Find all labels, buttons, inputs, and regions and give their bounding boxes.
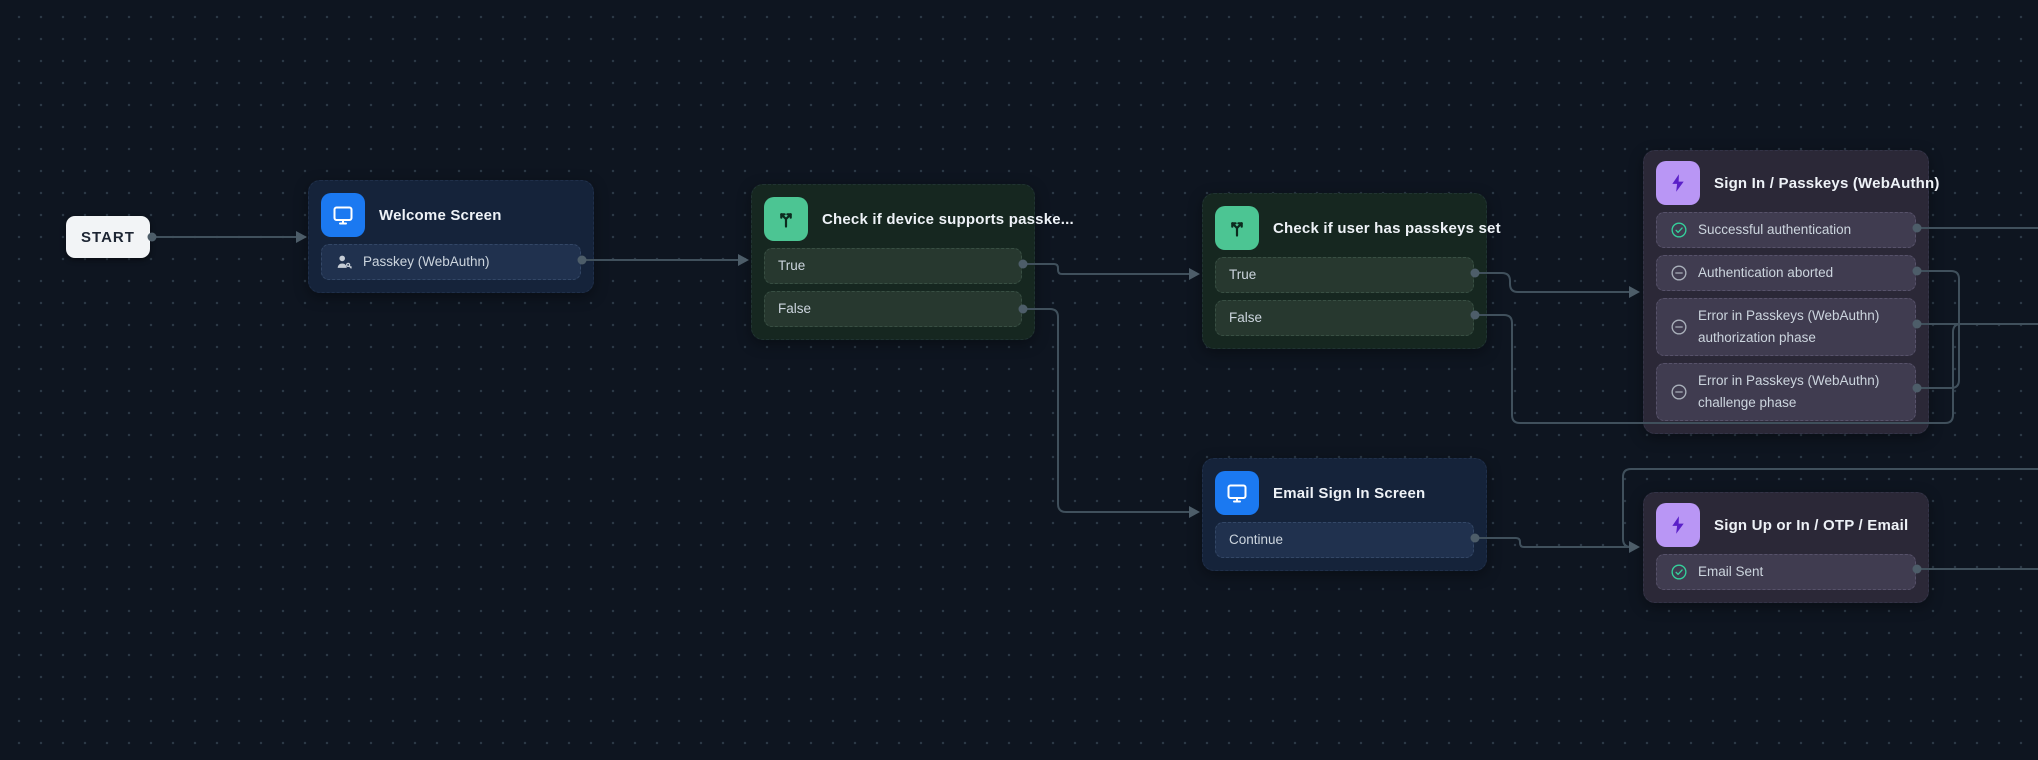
branch-icon xyxy=(1215,206,1259,250)
node-header: Sign In / Passkeys (WebAuthn) xyxy=(1656,161,1939,205)
edge-device-true-to-user-check xyxy=(1023,263,1189,275)
minus-circle-icon xyxy=(1670,383,1688,401)
output-row-error-authorization-phase[interactable]: Error in Passkeys (WebAuthn) authorizati… xyxy=(1656,298,1916,356)
output-row-false[interactable]: False xyxy=(764,291,1022,327)
input-arrow-email-screen xyxy=(1189,506,1200,518)
node-check-device-supports-passkeys[interactable]: Check if device supports passke... True … xyxy=(751,184,1074,340)
node-check-user-has-passkeys[interactable]: Check if user has passkeys set True Fals… xyxy=(1202,193,1501,349)
lightning-icon xyxy=(1656,503,1700,547)
output-row-continue[interactable]: Continue xyxy=(1215,522,1474,558)
minus-circle-icon xyxy=(1670,318,1688,336)
output-row-false[interactable]: False xyxy=(1215,300,1474,336)
node-header: Welcome Screen xyxy=(321,193,581,237)
row-label: Email Sent xyxy=(1698,563,1764,579)
row-label: Continue xyxy=(1229,531,1284,547)
branch-icon xyxy=(764,197,808,241)
node-title: Sign Up or In / OTP / Email xyxy=(1714,516,1909,534)
monitor-icon xyxy=(1215,471,1259,515)
output-row-authentication-aborted[interactable]: Authentication aborted xyxy=(1656,255,1916,291)
node-title: Email Sign In Screen xyxy=(1273,484,1426,502)
row-label: Authentication aborted xyxy=(1698,264,1834,280)
output-row-email-sent[interactable]: Email Sent xyxy=(1656,554,1916,590)
row-label: Passkey (WebAuthn) xyxy=(363,253,490,269)
lightning-icon xyxy=(1656,161,1700,205)
row-label: Error in Passkeys (WebAuthn) authorizati… xyxy=(1698,307,1880,345)
row-label: False xyxy=(778,300,812,316)
monitor-icon xyxy=(321,193,365,237)
start-node[interactable]: START xyxy=(66,216,150,258)
output-row-passkey-webauthn[interactable]: Passkey (WebAuthn) xyxy=(321,244,581,280)
node-title: Welcome Screen xyxy=(379,206,502,224)
row-label: True xyxy=(778,257,806,273)
node-title: Check if user has passkeys set xyxy=(1273,219,1501,237)
node-header: Check if device supports passke... xyxy=(764,197,1074,241)
row-label: Successful authentication xyxy=(1698,221,1852,237)
minus-circle-icon xyxy=(1670,264,1688,282)
input-arrow-welcome xyxy=(296,231,307,243)
node-header: Email Sign In Screen xyxy=(1215,471,1474,515)
output-row-true[interactable]: True xyxy=(1215,257,1474,293)
node-title: Check if device supports passke... xyxy=(822,210,1074,228)
edge-user-true-to-signin xyxy=(1475,272,1629,293)
user-key-icon xyxy=(335,253,353,271)
input-arrow-device-check xyxy=(738,254,749,266)
node-signin-passkeys[interactable]: Sign In / Passkeys (WebAuthn) Successful… xyxy=(1643,150,1939,434)
input-arrow-user-check xyxy=(1189,268,1200,280)
start-label: START xyxy=(81,228,135,246)
check-circle-icon xyxy=(1670,221,1688,239)
node-title: Sign In / Passkeys (WebAuthn) xyxy=(1714,174,1940,192)
node-header: Sign Up or In / OTP / Email xyxy=(1656,503,1916,547)
output-row-successful-authentication[interactable]: Successful authentication xyxy=(1656,212,1916,248)
node-welcome-screen[interactable]: Welcome Screen Passkey (WebAuthn) xyxy=(308,180,594,293)
check-circle-icon xyxy=(1670,563,1688,581)
edge-device-false-to-email-screen xyxy=(1023,308,1189,513)
node-signup-otp-email[interactable]: Sign Up or In / OTP / Email Email Sent xyxy=(1643,492,1929,603)
node-email-signin-screen[interactable]: Email Sign In Screen Continue xyxy=(1202,458,1487,571)
row-label: False xyxy=(1229,309,1263,325)
edge-continue-to-signup xyxy=(1475,537,1630,548)
input-arrow-signup xyxy=(1629,541,1640,553)
output-row-true[interactable]: True xyxy=(764,248,1022,284)
row-label: Error in Passkeys (WebAuthn) challenge p… xyxy=(1698,372,1880,410)
output-row-error-challenge-phase[interactable]: Error in Passkeys (WebAuthn) challenge p… xyxy=(1656,363,1916,421)
node-header: Check if user has passkeys set xyxy=(1215,206,1501,250)
row-label: True xyxy=(1229,266,1257,282)
input-arrow-signin xyxy=(1629,286,1640,298)
